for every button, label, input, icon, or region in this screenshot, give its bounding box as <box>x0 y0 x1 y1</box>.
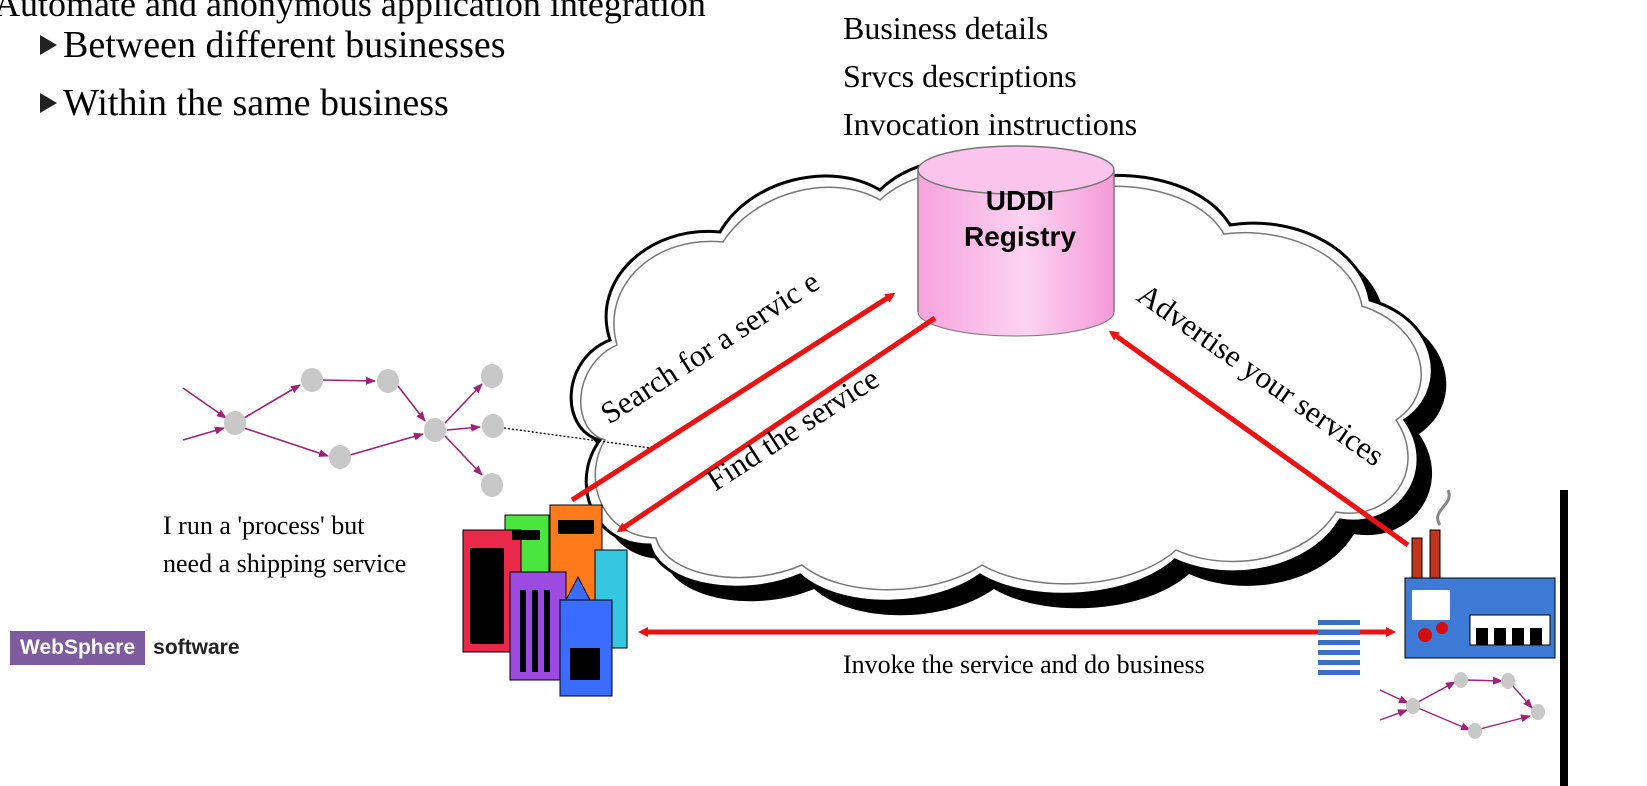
process-network <box>182 364 651 497</box>
registry-detail-2: Srvcs descriptions <box>843 58 1077 94</box>
requester-note: I run a 'process' but need a shipping se… <box>163 507 406 582</box>
uddi-label-line2: Registry <box>963 221 1077 253</box>
triangle-bullet-icon <box>40 35 57 55</box>
registry-detail-3: Invocation instructions <box>843 106 1138 142</box>
process-network-small <box>1379 672 1545 739</box>
red-arrows <box>570 292 1410 637</box>
find-arrow <box>616 315 937 533</box>
websphere-logo: WebSphere software <box>10 628 240 668</box>
bullet-text: Between different businesses <box>63 24 506 66</box>
websphere-logo-software: software <box>153 636 240 659</box>
websphere-logo-brand: WebSphere <box>10 631 146 665</box>
advertise-arrow <box>1108 330 1410 548</box>
cloud-rim <box>580 168 1422 591</box>
buildings-icon <box>462 504 628 697</box>
registry-detail-1: Business details <box>843 10 1049 46</box>
triangle-bullet-icon <box>40 93 57 113</box>
invoke-service-label: Invoke the service and do business <box>843 650 1205 679</box>
uddi-label-line1: UDDI <box>985 185 1055 216</box>
uddi-registry-cylinder <box>917 145 1115 337</box>
requester-note-line1: I run a 'process' but <box>163 511 365 540</box>
bullet-item-2: Within the same business <box>40 84 449 122</box>
bullet-text: Within the same business <box>63 82 449 124</box>
ibm-logo-icon <box>1318 620 1360 675</box>
uddi-registry-label: UDDI Registry <box>920 183 1120 256</box>
requester-note-line2: need a shipping service <box>163 548 407 578</box>
bullet-item-1: Between different businesses <box>40 26 506 64</box>
search-arrow <box>570 292 896 503</box>
factory-icon <box>1404 489 1556 659</box>
slide-title: Automate and anonymous application integ… <box>0 0 706 24</box>
edge-bar <box>1560 490 1568 786</box>
